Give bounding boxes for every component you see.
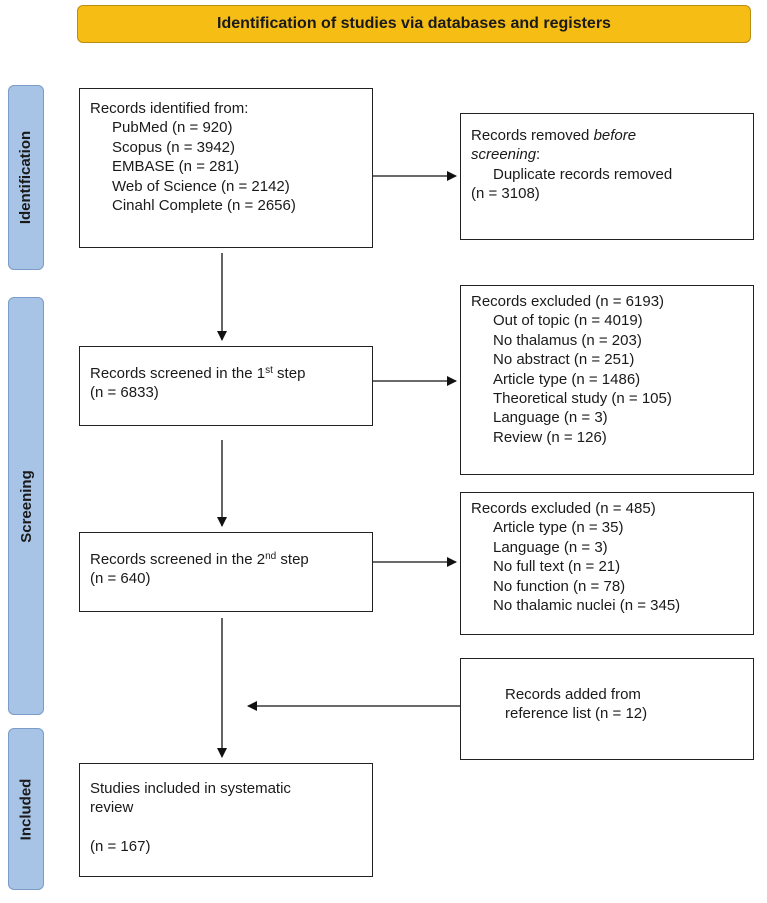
- records-identified-heading: Records identified from:: [90, 100, 249, 117]
- screened-second-text-end: step: [276, 551, 309, 568]
- records-removed-box: Records removed before screening: Duplic…: [460, 113, 754, 240]
- ordinal-suffix: nd: [265, 551, 277, 562]
- exclusion-reason: Review (n = 126): [493, 428, 607, 446]
- stage-identification: Identification: [8, 85, 44, 270]
- source-item: Web of Science (n = 2142): [112, 177, 290, 195]
- exclusion-reason: Article type (n = 35): [493, 519, 624, 537]
- records-removed-heading-em: before: [593, 127, 637, 144]
- records-excluded-first-box: Records excluded (n = 6193) Out of topic…: [460, 285, 754, 475]
- exclusion-reason: Language (n = 3): [493, 409, 608, 427]
- exclusion-reason: No thalamic nuclei (n = 345): [493, 597, 681, 615]
- ordinal-suffix: st: [265, 365, 273, 376]
- screened-first-step-count: (n = 6833): [90, 384, 159, 402]
- screened-second-text: Records screened in the 2: [90, 551, 266, 568]
- studies-included-line1: Studies included in systematic: [90, 780, 291, 797]
- records-removed-heading-line2: screening:: [471, 145, 743, 164]
- studies-included-box: Studies included in systematic review (n…: [79, 763, 373, 877]
- exclusion-reason: Theoretical study (n = 105): [493, 390, 672, 408]
- stage-screening: Screening: [8, 297, 44, 715]
- duplicate-records-label: Duplicate records removed: [493, 165, 673, 183]
- duplicate-records-count: (n = 3108): [471, 185, 540, 203]
- screened-first-step-box: Records screened in the 1st step (n = 68…: [79, 346, 373, 426]
- stage-included: Included: [8, 728, 44, 890]
- screened-second-step-count: (n = 640): [90, 570, 151, 588]
- records-excluded-second-heading: Records excluded (n = 485): [471, 500, 656, 517]
- source-item: PubMed (n = 920): [112, 119, 233, 137]
- screened-first-text-end: step: [272, 365, 306, 382]
- screened-first-step-label: Records screened in the 1st step: [90, 364, 362, 383]
- studies-included-line2: review: [90, 799, 134, 817]
- records-removed-heading-end: screening: [471, 146, 537, 164]
- records-added-box: Records added from reference list (n = 1…: [460, 658, 754, 760]
- records-added-line2: reference list (n = 12): [505, 705, 648, 723]
- records-excluded-first-heading: Records excluded (n = 6193): [471, 293, 665, 310]
- records-identified-box: Records identified from: PubMed (n = 920…: [79, 88, 373, 248]
- screened-first-text: Records screened in the 1: [90, 365, 266, 382]
- source-item: Cinahl Complete (n = 2656): [112, 197, 296, 215]
- records-excluded-second-box: Records excluded (n = 485) Article type …: [460, 492, 754, 635]
- source-item: EMBASE (n = 281): [112, 158, 240, 176]
- screened-second-step-label: Records screened in the 2nd step: [90, 550, 362, 569]
- exclusion-reason: Language (n = 3): [493, 538, 608, 556]
- exclusion-reason: Article type (n = 1486): [493, 370, 641, 388]
- exclusion-reason: No thalamus (n = 203): [493, 331, 642, 349]
- exclusion-reason: No function (n = 78): [493, 577, 626, 595]
- title-text: Identification of studies via databases …: [217, 15, 611, 32]
- studies-included-count: (n = 167): [90, 837, 151, 855]
- title-banner: Identification of studies via databases …: [77, 5, 751, 43]
- heading-colon: :: [536, 146, 541, 164]
- exclusion-reason: Out of topic (n = 4019): [493, 312, 643, 330]
- source-item: Scopus (n = 3942): [112, 138, 235, 156]
- records-added-line1: Records added from: [505, 686, 641, 703]
- screened-second-step-box: Records screened in the 2nd step (n = 64…: [79, 532, 373, 612]
- records-removed-heading-start: Records removed: [471, 127, 594, 144]
- exclusion-reason: No full text (n = 21): [493, 558, 621, 576]
- records-removed-heading-line1: Records removed before: [471, 126, 743, 145]
- exclusion-reason: No abstract (n = 251): [493, 351, 635, 369]
